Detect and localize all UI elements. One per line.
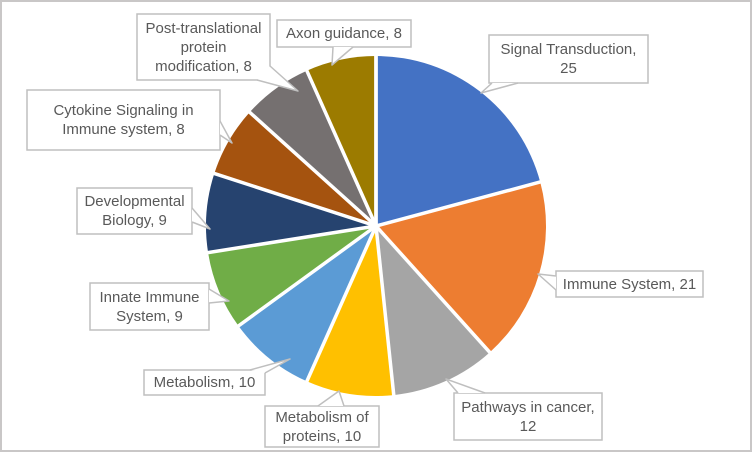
label-box-developmental-biology bbox=[76, 187, 193, 235]
slice-separator bbox=[375, 180, 542, 228]
pie-slice-metabolism bbox=[238, 226, 376, 382]
label-leader-signal-transduction bbox=[480, 82, 519, 94]
label-leader-developmental-biology bbox=[191, 207, 211, 230]
label-leader-metabolism-of-proteins bbox=[317, 390, 345, 407]
slice-separator bbox=[206, 224, 377, 255]
pie-slice-pathways-in-cancer bbox=[376, 226, 490, 396]
slice-separator bbox=[374, 224, 492, 355]
slice-separator bbox=[247, 110, 378, 228]
label-box-immune-system bbox=[555, 270, 704, 298]
label-box-metabolism bbox=[143, 369, 266, 396]
label-leader-pathways-in-cancer bbox=[445, 378, 486, 394]
label-box-innate-immune-system bbox=[89, 282, 210, 331]
slice-separator bbox=[304, 225, 378, 383]
label-leader-metabolism bbox=[249, 358, 291, 374]
slice-separator bbox=[236, 224, 378, 328]
label-box-cytokine-signaling-in-immune-system bbox=[26, 89, 221, 151]
label-box-metabolism-of-proteins bbox=[264, 405, 380, 448]
data-label-callouts bbox=[26, 13, 704, 448]
pie-slice-immune-system bbox=[376, 182, 547, 353]
label-leader-cytokine-signaling-in-immune-system bbox=[219, 120, 233, 144]
label-leader-innate-immune-system bbox=[208, 288, 230, 304]
slice-separators bbox=[206, 55, 542, 397]
pie-slice-innate-immune-system bbox=[208, 226, 376, 326]
label-box-post-translational-protein-modification bbox=[136, 13, 271, 81]
pie-slice-cytokine-signaling-in-immune-system bbox=[214, 112, 376, 226]
pie-slice-metabolism-of-proteins bbox=[306, 226, 394, 397]
pie-slice-developmental-biology bbox=[205, 173, 376, 253]
slice-separator bbox=[304, 69, 378, 227]
slice-separator bbox=[212, 171, 377, 228]
label-leader-immune-system bbox=[537, 273, 557, 291]
label-leader-post-translational-protein-modification bbox=[256, 65, 299, 92]
label-box-axon-guidance bbox=[276, 19, 412, 48]
pie-slices bbox=[205, 56, 547, 397]
label-box-signal-transduction bbox=[488, 34, 649, 84]
pie-slice-signal-transduction bbox=[376, 56, 541, 226]
label-box-pathways-in-cancer bbox=[453, 392, 603, 441]
label-leader-axon-guidance bbox=[331, 46, 354, 66]
pie-slice-post-translational-protein-modification bbox=[249, 70, 376, 226]
slice-separator bbox=[374, 225, 396, 397]
